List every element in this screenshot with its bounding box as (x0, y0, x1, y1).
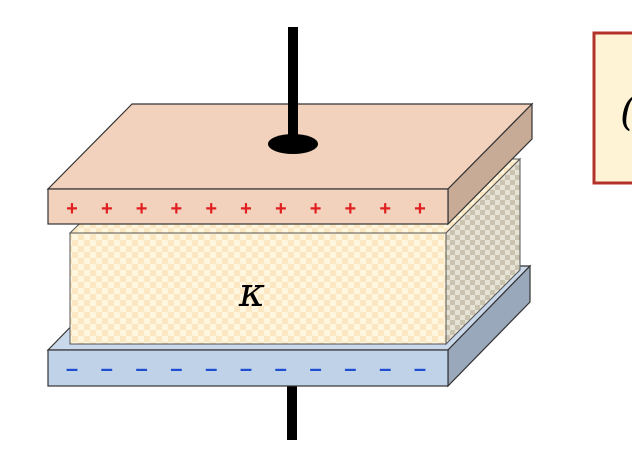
dielectric-front-face (69, 232, 447, 345)
plus-charge: + (171, 198, 183, 220)
minus-charge: – (205, 356, 217, 381)
minus-charge: – (66, 356, 78, 381)
plus-charge: + (101, 198, 113, 220)
plus-charge: + (379, 198, 391, 220)
minus-charge: – (379, 356, 391, 381)
top-wire (288, 27, 298, 144)
plus-charge: + (205, 198, 217, 220)
plus-charge: + (66, 198, 78, 220)
positive-charges: + + + + + + + + + + + (66, 198, 426, 220)
top-contact (268, 134, 318, 154)
minus-charge: – (344, 356, 356, 381)
minus-charge: – (170, 356, 182, 381)
minus-charge: – (101, 356, 113, 381)
plus-charge: + (275, 198, 287, 220)
minus-charge: – (414, 356, 426, 381)
side-box-text: ( (620, 89, 632, 135)
dielectric-constant-label: κ (238, 270, 265, 316)
bottom-plate-front-face (47, 349, 449, 387)
minus-charge: – (135, 356, 147, 381)
negative-charges: ––––––––––– (66, 356, 426, 381)
plus-charge: + (310, 198, 322, 220)
top-plate-front-face (47, 188, 449, 225)
plus-charge: + (136, 198, 148, 220)
minus-charge: – (275, 356, 287, 381)
minus-charge: – (309, 356, 321, 381)
side-text-box (592, 31, 632, 185)
minus-charge: – (240, 356, 252, 381)
bottom-wire (287, 384, 297, 440)
plus-charge: + (240, 198, 252, 220)
plus-charge: + (414, 198, 426, 220)
plus-charge: + (345, 198, 357, 220)
